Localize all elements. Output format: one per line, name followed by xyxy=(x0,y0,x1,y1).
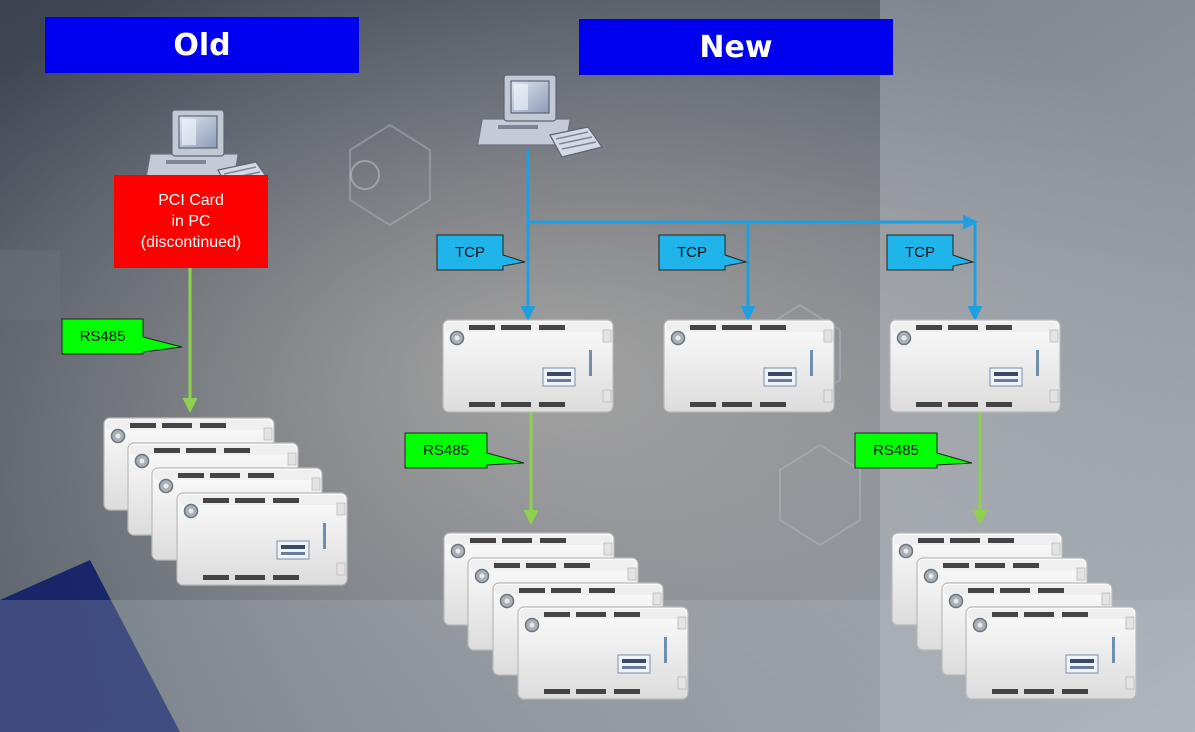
controller-icon xyxy=(176,492,348,586)
tcp-callout-3 xyxy=(886,234,975,271)
controller-icon xyxy=(517,606,689,700)
pci-card-line-2: in PC xyxy=(171,213,211,230)
controller-icon xyxy=(442,319,614,413)
pci-card-box: PCI Card in PC (discontinued) xyxy=(114,175,268,268)
rs485-callout-new-2 xyxy=(854,432,973,469)
pci-card-line-1: PCI Card xyxy=(158,192,224,209)
controller-icon xyxy=(663,319,835,413)
controller-icon xyxy=(889,319,1061,413)
rs485-callout-new-1 xyxy=(404,432,525,469)
old-header: Old xyxy=(45,17,359,73)
controller-icon xyxy=(965,606,1137,700)
tcp-label-3: TCP xyxy=(905,244,935,261)
tcp-label-1: TCP xyxy=(455,244,485,261)
rs485-label-new-1: RS485 xyxy=(423,442,469,459)
rs485-label-new-2: RS485 xyxy=(873,442,919,459)
callouts xyxy=(61,234,975,469)
pci-card-line-3: (discontinued) xyxy=(140,234,242,251)
new-header: New xyxy=(579,19,893,75)
tcp-callout-1 xyxy=(436,234,526,271)
rs485-callout-old xyxy=(61,318,183,355)
rs485-label-old: RS485 xyxy=(79,328,126,345)
tcp-callout-2 xyxy=(658,234,748,271)
tcp-bus xyxy=(520,150,983,321)
tcp-label-2: TCP xyxy=(677,244,707,261)
